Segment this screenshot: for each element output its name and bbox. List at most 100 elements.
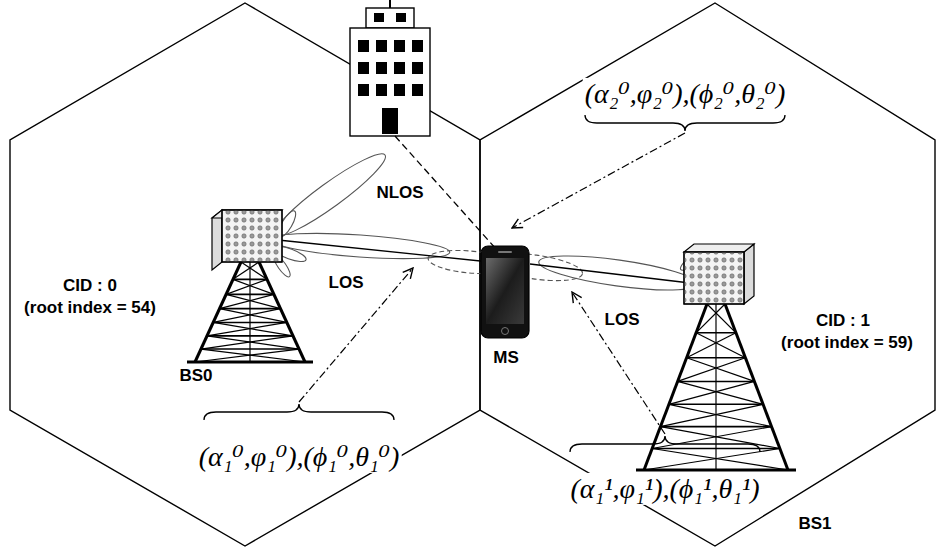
- building: [382, 108, 398, 134]
- callout-arrow: [299, 268, 413, 402]
- path-label: LOS: [603, 310, 642, 330]
- lattice-tower: [249, 262, 250, 362]
- lattice-tower: [207, 335, 293, 337]
- lattice-tower: [652, 448, 780, 450]
- los-path: [278, 240, 490, 262]
- lattice-tower: [233, 262, 259, 279]
- lattice-tower: [201, 349, 305, 362]
- lattice-tower: [187, 361, 313, 364]
- cell-1-hexagon: [480, 3, 935, 546]
- path-label: LOS: [327, 273, 366, 293]
- lattice-tower: [696, 333, 745, 358]
- mobile-station-phone: [486, 258, 524, 324]
- curly-brace: [585, 115, 785, 131]
- lattice-tower: [687, 333, 736, 358]
- building: [412, 62, 423, 74]
- building: [366, 8, 414, 28]
- lattice-tower: [241, 262, 267, 279]
- building: [412, 40, 423, 52]
- lattice-tower: [220, 294, 274, 308]
- lattice-tower: [201, 348, 299, 350]
- curly-brace: [570, 436, 760, 452]
- mobile-station-phone: [481, 246, 529, 338]
- station-name: BS0: [177, 366, 214, 386]
- panel-dots: [222, 210, 282, 262]
- building: [412, 84, 423, 96]
- panel-top: [684, 244, 754, 252]
- building: [394, 62, 405, 74]
- lattice-tower: [652, 448, 788, 470]
- lattice-tower: [187, 262, 313, 362]
- lattice-tower: [715, 304, 716, 470]
- mobile-station-phone: [502, 328, 509, 335]
- panel-face: [684, 252, 744, 304]
- building: [389, 0, 391, 8]
- building: [358, 84, 369, 96]
- building: [376, 62, 387, 74]
- building: [358, 62, 369, 74]
- root-index: (root index = 59): [779, 333, 915, 353]
- building: [396, 13, 406, 22]
- lattice-tower: [678, 381, 755, 383]
- lattice-tower: [660, 427, 779, 449]
- los-beam-bs0: [269, 229, 450, 264]
- lattice-tower: [233, 279, 267, 281]
- lattice-tower: [669, 404, 772, 426]
- mobile-station-phone: [481, 246, 529, 338]
- lattice-tower: [213, 322, 287, 324]
- building: [358, 40, 369, 52]
- station-name: BS1: [796, 514, 833, 534]
- cell-hexagons: [10, 3, 935, 546]
- cell-0-hexagon: [10, 3, 480, 546]
- callout-arrows: [299, 133, 685, 434]
- lattice-tower: [213, 322, 293, 335]
- channel-parameters: (α₁¹,φ₁¹),(ϕ₁¹,θ₁¹): [568, 473, 761, 505]
- cell-id: CID : 1: [814, 311, 872, 331]
- building: [376, 84, 387, 96]
- lattice-tower: [669, 381, 754, 404]
- lattice-tower: [220, 308, 281, 310]
- los-path: [530, 264, 690, 283]
- callout-arrow: [572, 292, 665, 434]
- callout-braces: [204, 115, 785, 452]
- panel-side: [744, 244, 754, 304]
- root-index: (root index = 54): [22, 298, 158, 318]
- lattice-tower: [696, 304, 725, 333]
- lattice-tower: [226, 279, 267, 294]
- building: [350, 0, 430, 136]
- channel-parameters: (α₁⁰,φ₁⁰),(ϕ₁⁰,θ₁⁰): [197, 441, 402, 473]
- lattice-tower: [226, 294, 274, 296]
- los-beam-bs1: [537, 249, 699, 297]
- callout-arrow: [512, 133, 685, 228]
- panel-face: [222, 210, 282, 262]
- lattice-tower: [678, 381, 763, 404]
- lattice-tower: [696, 332, 736, 334]
- panel-side: [212, 210, 222, 270]
- lattice-tower: [213, 309, 280, 323]
- lattice-tower: [233, 279, 274, 294]
- mobile-station-phone: [498, 251, 512, 253]
- lattice-tower: [207, 322, 287, 335]
- lattice-tower: [636, 469, 796, 472]
- lattice-tower: [636, 304, 796, 470]
- lattice-tower: [220, 309, 287, 323]
- lattice-tower: [201, 336, 293, 349]
- lattice-tower: [687, 358, 755, 382]
- lattice-tower: [660, 404, 763, 426]
- building: [350, 28, 430, 136]
- lattice-tower: [195, 349, 299, 362]
- lattice-tower: [669, 404, 763, 406]
- building: [374, 13, 384, 22]
- lattice-tower: [687, 357, 746, 359]
- station-name: MS: [491, 348, 521, 368]
- building: [394, 40, 405, 52]
- curly-brace: [204, 404, 394, 420]
- channel-parameters: (α₂⁰,φ₂⁰),(ϕ₂⁰,θ₂⁰): [583, 78, 788, 110]
- building: [394, 84, 405, 96]
- lattice-tower: [226, 294, 280, 308]
- panel-dots: [684, 252, 744, 304]
- building: [376, 40, 387, 52]
